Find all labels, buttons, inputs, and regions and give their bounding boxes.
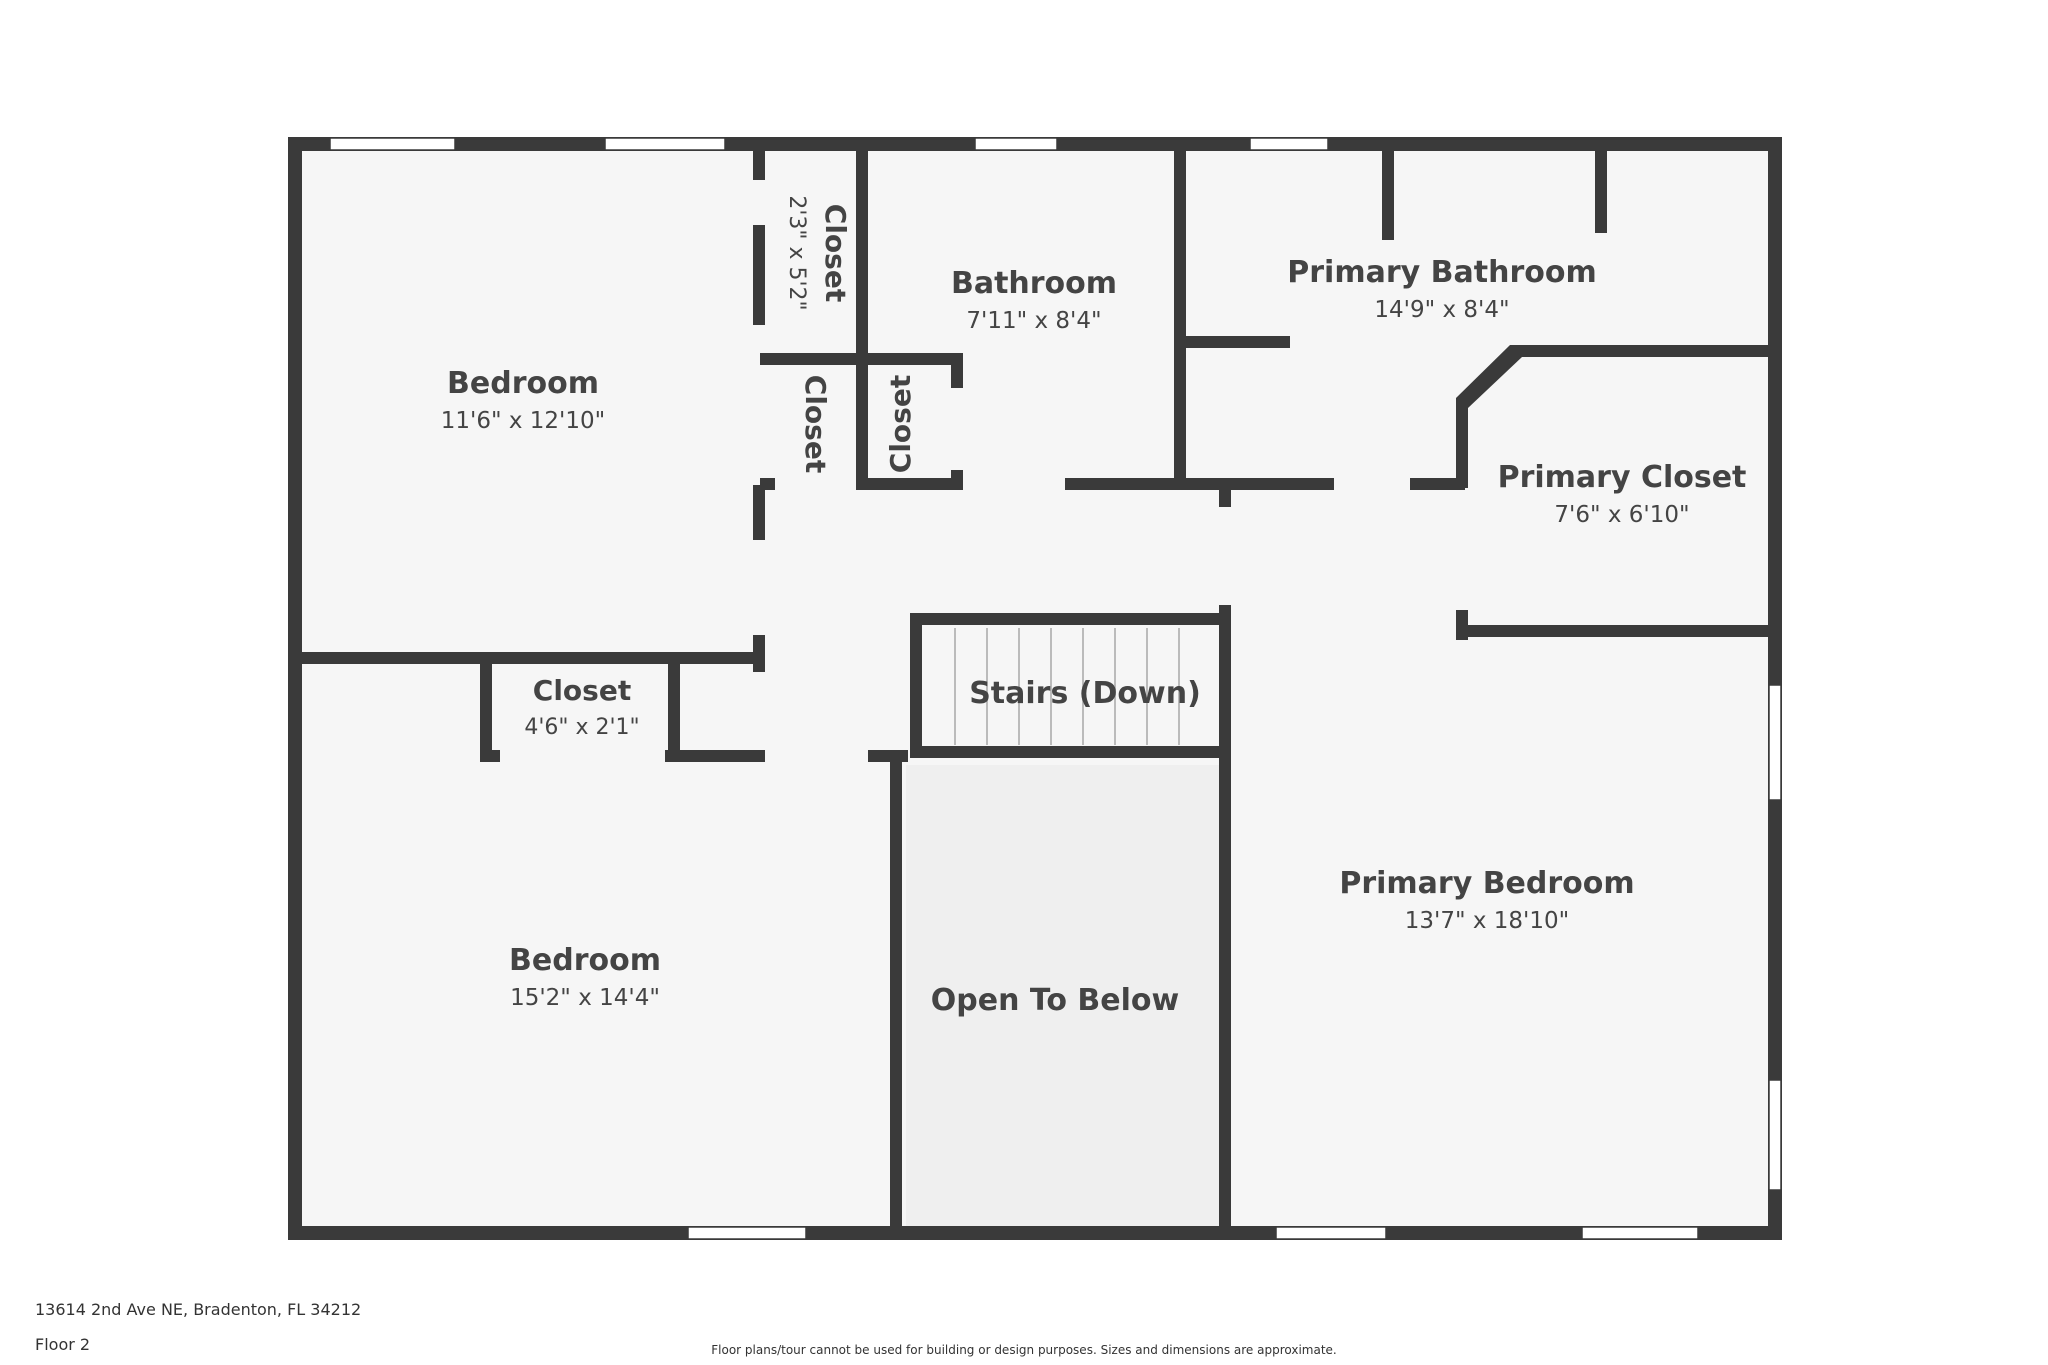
- stair-treads: [954, 628, 1180, 745]
- room-name-primary-bathroom: Primary Bathroom: [1287, 255, 1596, 290]
- room-dims-primary-closet: 7'6" x 6'10": [1554, 502, 1689, 528]
- room-name-stairs: Stairs (Down): [969, 676, 1201, 711]
- room-name-closet-narrow: Closet: [819, 204, 852, 302]
- property-address: 13614 2nd Ave NE, Bradenton, FL 34212: [35, 1300, 362, 1319]
- room-dims-closet-narrow: 2'3" x 5'2": [784, 195, 809, 310]
- room-dims-bedroom-bottom: 15'2" x 14'4": [510, 985, 660, 1011]
- room-dims-closet-small: 4'6" x 2'1": [524, 715, 639, 740]
- room-name-primary-bedroom: Primary Bedroom: [1339, 866, 1634, 901]
- room-name-closet-a: Closet: [799, 375, 832, 473]
- room-name-closet-b: Closet: [884, 375, 917, 473]
- room-name-primary-closet: Primary Closet: [1498, 460, 1747, 495]
- room-dims-primary-bedroom: 13'7" x 18'10": [1405, 908, 1569, 934]
- windows: [329, 137, 1782, 1240]
- room-name-bedroom-bottom: Bedroom: [509, 943, 661, 978]
- room-name-closet-small: Closet: [533, 674, 631, 707]
- room-name-bathroom: Bathroom: [951, 266, 1117, 301]
- floor-label: Floor 2: [35, 1335, 91, 1354]
- room-name-bedroom-top: Bedroom: [447, 366, 599, 401]
- room-name-open-below: Open To Below: [931, 983, 1179, 1018]
- room-dims-bathroom: 7'11" x 8'4": [966, 308, 1101, 334]
- open-below-area: [906, 765, 1231, 1233]
- room-dims-bedroom-top: 11'6" x 12'10": [441, 408, 605, 434]
- room-dims-primary-bathroom: 14'9" x 8'4": [1374, 297, 1509, 323]
- disclaimer-text: Floor plans/tour cannot be used for buil…: [711, 1343, 1337, 1357]
